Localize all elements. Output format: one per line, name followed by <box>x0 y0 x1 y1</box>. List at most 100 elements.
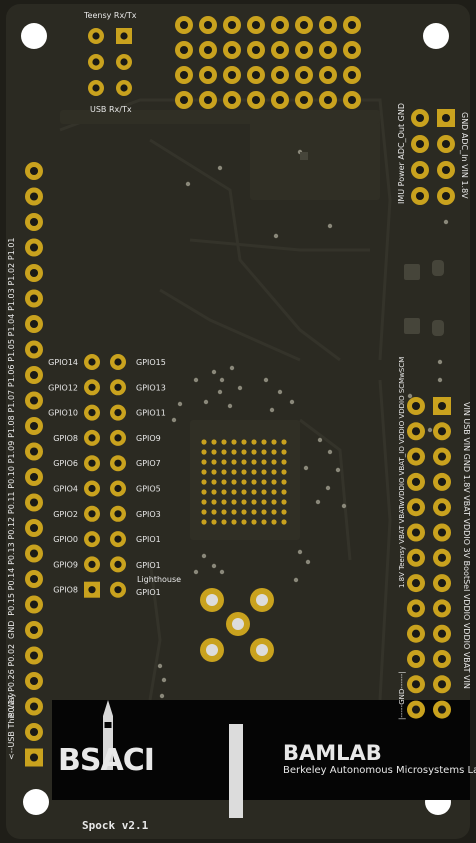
left-header-pin <box>25 493 43 512</box>
gpio-pin-right <box>110 404 126 421</box>
via <box>335 467 341 473</box>
bga-ball <box>271 509 277 515</box>
right-col-pin <box>433 548 451 567</box>
bga-ball <box>281 459 287 465</box>
right-top-pin <box>411 109 429 127</box>
bga-ball <box>281 479 287 485</box>
top-grid-pin <box>295 91 313 109</box>
bga-ball <box>281 499 287 505</box>
left-header-label: P1.09 <box>7 441 16 464</box>
left-header-pin <box>25 289 43 308</box>
right-top-pin <box>437 187 455 205</box>
top-grid-pin <box>223 16 241 34</box>
via <box>437 359 443 365</box>
via <box>325 485 331 491</box>
right-top-pin <box>411 187 429 205</box>
gpio-pin-left <box>84 581 100 598</box>
bga-ball <box>261 469 267 475</box>
top-grid-pin <box>223 66 241 84</box>
top-grid-pin <box>343 16 361 34</box>
left-header-pin <box>25 315 43 333</box>
via <box>177 401 183 407</box>
top-grid-pin <box>247 41 265 59</box>
left-header-pin <box>25 264 43 282</box>
gpio-pin-left <box>84 379 100 396</box>
via <box>157 663 163 669</box>
left-header-pin <box>25 646 43 665</box>
bga-ball <box>231 479 237 485</box>
gpio-left-label: GPIO2 <box>53 510 78 519</box>
left-header-label: P1.01 <box>7 237 16 260</box>
mounting-hole <box>423 23 449 49</box>
left-header-pin <box>25 366 43 384</box>
top-grid-pin <box>319 41 337 59</box>
right-col-pin <box>433 675 451 694</box>
bga-ball <box>261 499 267 505</box>
right-col-pin <box>433 523 451 542</box>
left-header-label: P0.15 <box>7 593 16 616</box>
bga-ball <box>261 509 267 515</box>
gpio-pin-right <box>110 581 126 598</box>
via <box>263 377 269 383</box>
mounting-hole <box>23 789 49 815</box>
battery-pad <box>200 588 224 612</box>
bga-ball <box>241 499 247 505</box>
bga-ball <box>281 489 287 495</box>
right-top-pin <box>437 161 455 179</box>
right-col-pin <box>407 447 425 466</box>
bga-ball <box>281 509 287 515</box>
gpio-right-label: GPIO1 <box>136 561 161 570</box>
via <box>211 369 217 375</box>
bga-ball <box>231 509 237 515</box>
top-grid-pin <box>295 41 313 59</box>
left-header-label: P1.02 <box>7 263 16 286</box>
right-col-pin <box>433 422 451 441</box>
right-col-pin <box>407 422 425 441</box>
gpio-right-label: GPIO15 <box>136 358 166 367</box>
left-header-label: P0.11 <box>7 491 16 514</box>
fpc-slot <box>229 724 243 818</box>
right-top-pin <box>437 135 455 153</box>
gpio-pin-left <box>84 429 100 446</box>
top-grid-pin <box>319 91 337 109</box>
bga-ball <box>221 509 227 515</box>
bga-ball <box>271 499 277 505</box>
top-grid-pin <box>343 66 361 84</box>
via <box>289 399 295 405</box>
bga-ball <box>251 459 257 465</box>
usb-this-way-label: <--USB This Way <box>7 692 16 760</box>
bga-ball <box>201 449 207 455</box>
via <box>437 377 443 383</box>
gpio-right-label: GPIO1 <box>136 535 161 544</box>
bga-ball <box>261 489 267 495</box>
right-col-pin <box>433 397 451 415</box>
via <box>185 181 191 187</box>
bga-ball <box>241 459 247 465</box>
bga-ball <box>211 479 217 485</box>
left-header-pin <box>25 595 43 614</box>
gpio-pin-right <box>110 480 126 497</box>
right-col-pin <box>407 624 425 643</box>
bga-ball <box>221 439 227 445</box>
gpio-pin-right <box>110 354 126 370</box>
top-grid-pin <box>271 41 289 59</box>
top-grid-pin <box>343 91 361 109</box>
gpio-right-label: GPIO5 <box>136 485 161 494</box>
via <box>317 437 323 443</box>
gpio-left-label: GPIO12 <box>48 383 78 392</box>
right-top-pin <box>437 109 455 127</box>
left-header-pin <box>25 187 43 206</box>
top-grid-pin <box>247 91 265 109</box>
via <box>293 577 299 583</box>
battery-pad <box>200 638 224 662</box>
via <box>297 549 303 555</box>
bga-ball <box>251 449 257 455</box>
bga-ball <box>211 489 217 495</box>
bga-ball <box>211 499 217 505</box>
bga-ball <box>201 479 207 485</box>
via <box>315 499 321 505</box>
top-grid-pin <box>343 41 361 59</box>
left-header-pin <box>25 544 43 563</box>
gpio-pin-right <box>110 455 126 472</box>
via <box>211 563 217 569</box>
